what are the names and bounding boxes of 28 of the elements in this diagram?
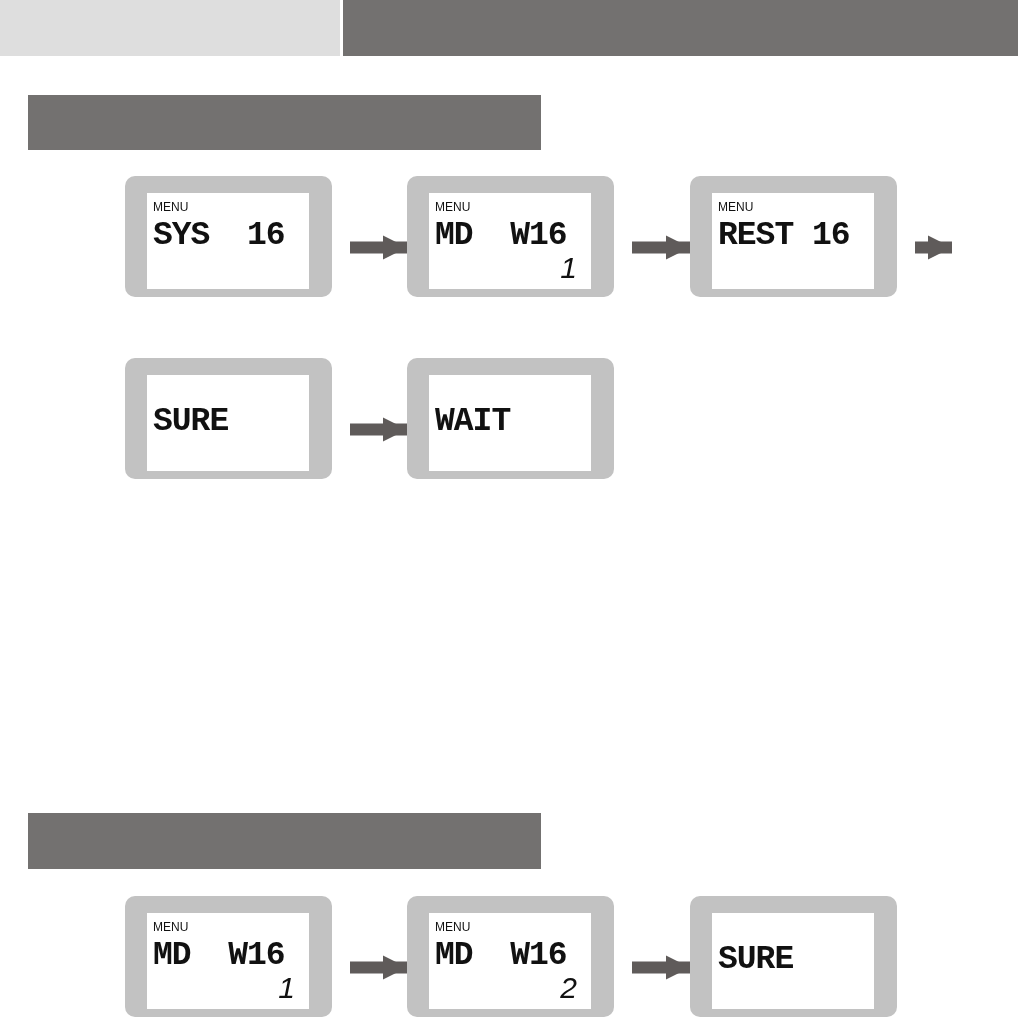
lcd-display [690, 176, 897, 297]
display-text: MD W16 [435, 219, 567, 252]
lcd-display [407, 176, 614, 297]
menu-label: MENU [153, 201, 189, 213]
display-value: 1 [560, 253, 577, 283]
display-text: WAIT [435, 405, 511, 438]
lcd-display [407, 358, 614, 479]
display-value: 2 [560, 973, 577, 1003]
header-bar [343, 0, 1018, 56]
section-bar [28, 95, 541, 150]
display-text: MD W16 [153, 939, 285, 972]
header-bar [0, 0, 340, 56]
section-bar [28, 813, 541, 869]
menu-label: MENU [435, 921, 471, 933]
lcd-display [125, 358, 332, 479]
display-value: 1 [278, 973, 295, 1003]
menu-label: MENU [435, 201, 471, 213]
display-text: SYS 16 [153, 219, 285, 252]
display-text: SURE [718, 943, 794, 976]
lcd-display [690, 896, 897, 1017]
display-text: REST 16 [718, 219, 850, 252]
menu-label: MENU [718, 201, 754, 213]
lcd-display [407, 896, 614, 1017]
display-text: MD W16 [435, 939, 567, 972]
display-text: SURE [153, 405, 229, 438]
lcd-display [125, 896, 332, 1017]
menu-label: MENU [153, 921, 189, 933]
lcd-display [125, 176, 332, 297]
